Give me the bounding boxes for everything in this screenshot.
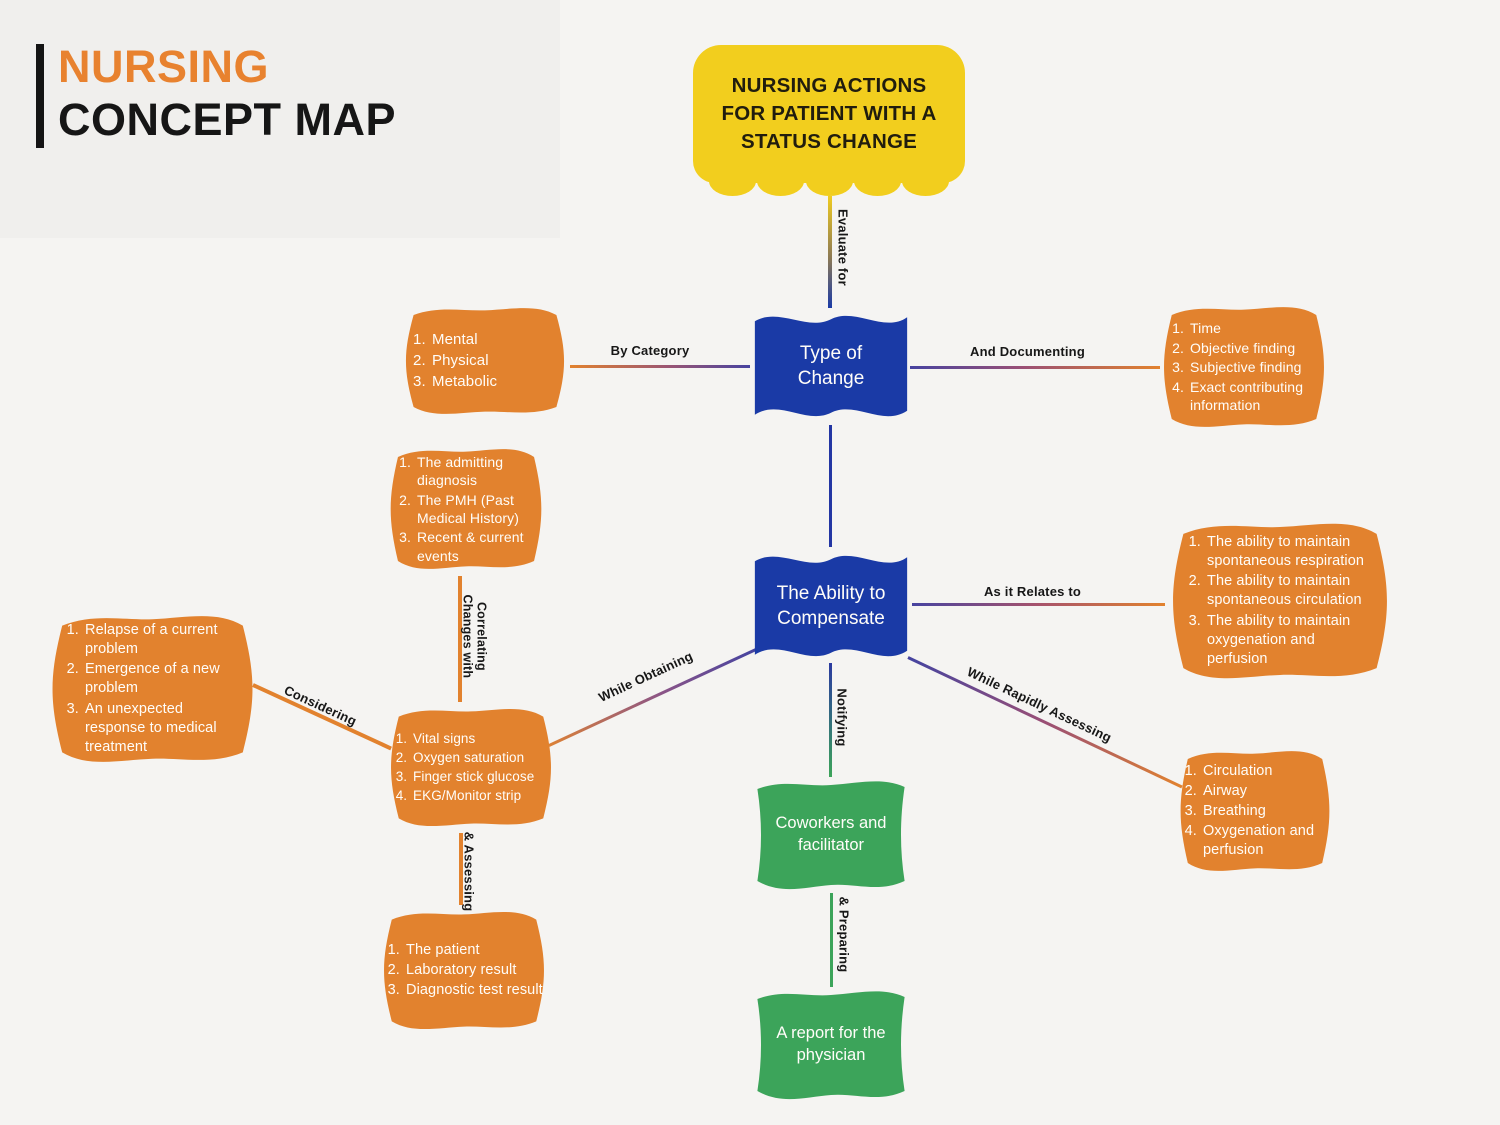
barrel-shape — [1173, 523, 1387, 679]
header-background — [0, 0, 560, 238]
list-item: Mental — [430, 330, 564, 350]
edge-as-it-relates-to — [912, 603, 1165, 606]
list-item: Circulation — [1201, 762, 1329, 781]
node-ability-label: The Ability to Compensate — [776, 582, 886, 629]
edge-label-notifying: Notifying — [834, 688, 850, 747]
node-root-label: NURSING ACTIONS FOR PATIENT WITH A STATU… — [721, 73, 937, 154]
node-documenting-list: Time Objective finding Subjective findin… — [1158, 298, 1330, 436]
list-item: Airway — [1201, 782, 1329, 801]
node-category-list: Mental Physical Metabolic — [400, 300, 570, 422]
list-item: Subjective finding — [1188, 358, 1324, 376]
barrel-shape — [391, 708, 551, 827]
barrel-shape — [52, 616, 253, 762]
node-vitals-list: Vital signs Oxygen saturation Finger sti… — [385, 700, 557, 835]
edge-label-and-documenting: And Documenting — [970, 344, 1085, 359]
node-patient-list: The patient Laboratory result Diagnostic… — [378, 903, 550, 1038]
edge-while-obtaining — [548, 647, 758, 747]
page-title-accent: NURSING — [58, 41, 270, 92]
node-ability-to-compensate: The Ability to Compensate — [750, 545, 912, 667]
barrel-shape — [390, 449, 542, 569]
edge-label-by-category: By Category — [610, 343, 690, 358]
page-title-rest: CONCEPT MAP — [58, 94, 397, 146]
list-item: Emergence of a new problem — [83, 660, 246, 698]
barrel-shape — [1164, 307, 1324, 427]
barrel-shape — [1180, 751, 1330, 871]
list-item: Exact contributing information — [1188, 378, 1324, 415]
node-correlating-list: The admitting diagnosis The PMH (Past Me… — [385, 440, 547, 578]
list-item: The patient — [404, 941, 544, 960]
title-accent-bar — [36, 44, 44, 148]
list-item: Metabolic — [430, 372, 564, 392]
barrel-shape — [405, 308, 565, 414]
list-item: Relapse of a current problem — [83, 621, 246, 659]
barrel-shape — [384, 911, 544, 1030]
edge-correlating — [458, 576, 462, 702]
node-type-of-change-label: Type of Change — [797, 342, 865, 389]
edge-preparing — [830, 893, 833, 987]
flag-shape — [757, 991, 905, 1100]
list-item: Oxygen saturation — [411, 749, 551, 767]
node-physician-report: A report for the physician — [751, 985, 911, 1105]
node-physician-report-label: A report for the physician — [776, 1024, 886, 1064]
list-item: EKG/Monitor strip — [411, 787, 551, 805]
list-item: The admitting diagnosis — [415, 453, 541, 490]
list-item: Vital signs — [411, 730, 551, 748]
list-item: Objective finding — [1188, 339, 1324, 357]
list-item: Recent & current events — [415, 528, 541, 565]
node-considering-list: Relapse of a current problem Emergence o… — [45, 605, 260, 773]
edge-label-while-rapidly-assessing: While Rapidly Assessing — [964, 664, 1115, 746]
node-coworkers: Coworkers and facilitator — [751, 775, 911, 895]
list-item: Laboratory result — [404, 961, 544, 980]
node-relates-list: The ability to maintain spontaneous resp… — [1165, 512, 1395, 690]
edge-label-preparing: & Preparing — [836, 896, 852, 973]
list-item: The ability to maintain spontaneous circ… — [1205, 572, 1379, 610]
edge-label-considering: Considering — [281, 682, 359, 729]
list-item: Breathing — [1201, 802, 1329, 821]
edge-label-correlating: Correlating Changes with — [460, 594, 489, 679]
list-item: The PMH (Past Medical History) — [415, 491, 541, 528]
edge-evaluate-for — [828, 196, 832, 308]
edge-label-assessing: & Assessing — [461, 831, 477, 912]
list-item: Physical — [430, 351, 564, 371]
edge-while-rapidly-assessing — [907, 656, 1183, 789]
list-item: Finger stick glucose — [411, 768, 551, 786]
flag-shape — [754, 555, 908, 657]
edge-label-evaluate-for: Evaluate for — [835, 209, 851, 286]
edge-notifying — [829, 663, 832, 777]
root-scallop-edge — [709, 166, 949, 196]
list-item: Diagnostic test result — [404, 981, 544, 1000]
list-item: Time — [1188, 319, 1324, 337]
edge-by-category — [570, 365, 750, 368]
page-title: NURSING CONCEPT MAP — [58, 40, 396, 146]
edge-type-to-ability — [829, 425, 832, 547]
node-type-of-change: Type of Change — [750, 305, 912, 427]
flag-shape — [757, 781, 905, 890]
edge-label-as-it-relates-to: As it Relates to — [983, 584, 1082, 599]
edge-and-documenting — [910, 366, 1160, 369]
flag-shape — [754, 315, 908, 417]
node-coworkers-label: Coworkers and facilitator — [775, 814, 887, 854]
node-root: NURSING ACTIONS FOR PATIENT WITH A STATU… — [693, 45, 965, 196]
list-item: Oxygenation and perfusion — [1201, 822, 1329, 860]
edge-assessing — [459, 833, 463, 905]
node-rapid-assess-list: Circulation Airway Breathing Oxygenation… — [1175, 742, 1335, 880]
list-item: The ability to maintain spontaneous resp… — [1205, 533, 1379, 571]
list-item: The ability to maintain oxygenation and … — [1205, 612, 1379, 669]
list-item: An unexpected response to medical treatm… — [83, 700, 246, 757]
